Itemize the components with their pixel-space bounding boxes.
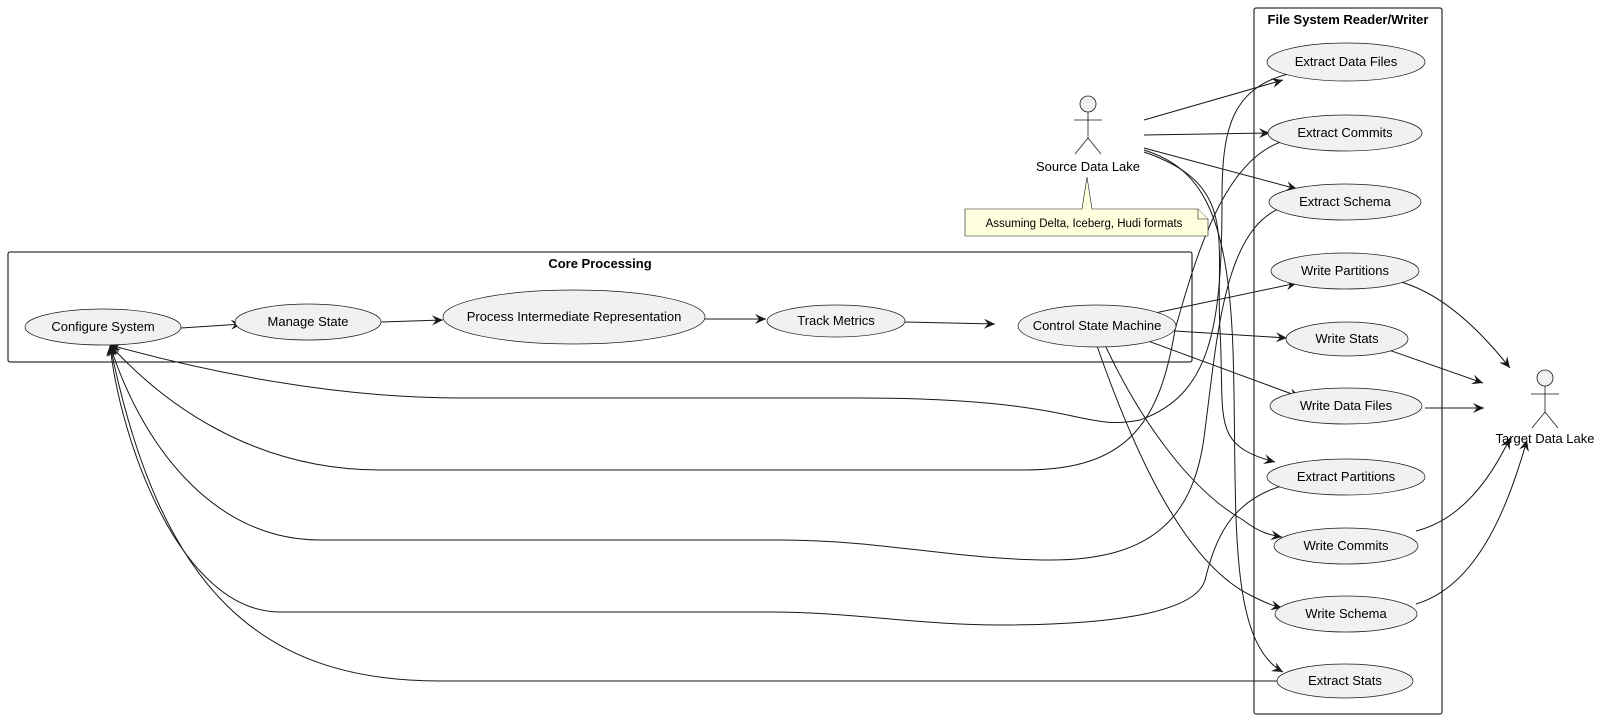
- use-case-label: Control State Machine: [1033, 318, 1162, 333]
- use-case-configure-system[interactable]: Configure System: [24, 308, 182, 346]
- use-case-label: Configure System: [51, 319, 154, 334]
- use-case-extract-schema[interactable]: Extract Schema: [1268, 183, 1422, 221]
- edge-control-to-write-stats: [1174, 330, 1288, 343]
- package-core-processing: Core Processing: [7, 251, 1193, 363]
- use-case-label: Extract Commits: [1297, 125, 1393, 140]
- note-text: Assuming Delta, Iceberg, Hudi formats: [986, 218, 1183, 230]
- actor-icon: [1074, 95, 1102, 155]
- package-title-fs: File System Reader/Writer: [1268, 12, 1429, 27]
- use-case-label: Write Data Files: [1300, 398, 1393, 413]
- actor-label: Target Data Lake: [1495, 431, 1594, 446]
- package-title-core: Core Processing: [548, 256, 651, 271]
- use-case-extract-commits[interactable]: Extract Commits: [1267, 114, 1423, 152]
- use-case-extract-data-files[interactable]: Extract Data Files: [1266, 42, 1426, 82]
- edge-configure-to-manage: [180, 319, 243, 330]
- edge-control-to-write-data-files: [1139, 337, 1301, 398]
- edge-source-to-extract-commits: [1143, 128, 1271, 139]
- use-case-label: Extract Data Files: [1295, 54, 1398, 69]
- use-case-label: Manage State: [268, 314, 349, 329]
- use-case-label: Extract Partitions: [1297, 469, 1396, 484]
- edge-extract-commits-to-configure: [109, 138, 1293, 471]
- edge-control-to-write-schema: [1096, 345, 1283, 611]
- actor-target-data-lake[interactable]: Target Data Lake: [1495, 369, 1595, 446]
- edge-source-to-extract-stats: [1143, 149, 1284, 673]
- edge-extract-partitions-to-configure: [106, 344, 1286, 626]
- use-case-write-commits[interactable]: Write Commits: [1273, 527, 1419, 565]
- use-case-control-state-machine[interactable]: Control State Machine: [1017, 304, 1177, 348]
- edge-extract-stats-to-configure: [107, 344, 1278, 682]
- use-case-write-schema[interactable]: Write Schema: [1274, 595, 1418, 633]
- edge-write-partitions-to-target: [1392, 279, 1511, 369]
- use-case-track-metrics[interactable]: Track Metrics: [766, 304, 906, 338]
- use-case-process-intermediate-representation[interactable]: Process Intermediate Representation: [442, 289, 706, 345]
- use-case-extract-partitions[interactable]: Extract Partitions: [1266, 458, 1426, 496]
- use-case-label: Extract Schema: [1299, 194, 1392, 209]
- use-case-label: Write Schema: [1305, 606, 1387, 621]
- edge-write-stats-to-target: [1382, 347, 1484, 385]
- edge-extract-schema-to-configure: [108, 204, 1291, 561]
- use-case-label: Extract Stats: [1308, 673, 1382, 688]
- edges: [106, 71, 1529, 682]
- use-case-label: Track Metrics: [797, 313, 875, 328]
- edge-source-to-extract-data-files: [1143, 78, 1284, 121]
- edge-control-to-write-partitions: [1154, 280, 1298, 314]
- use-case-label: Write Stats: [1315, 331, 1379, 346]
- edge-source-to-extract-partitions: [1143, 151, 1276, 465]
- use-case-label: Process Intermediate Representation: [467, 309, 682, 324]
- edge-write-schema-to-target: [1415, 439, 1529, 605]
- actor-label: Source Data Lake: [1036, 159, 1140, 174]
- use-case-manage-state[interactable]: Manage State: [234, 303, 382, 341]
- use-case-label: Write Partitions: [1301, 263, 1389, 278]
- edge-source-to-extract-schema: [1143, 147, 1298, 191]
- edge-control-to-write-commits: [1104, 344, 1283, 541]
- use-case-label: Write Commits: [1304, 538, 1389, 553]
- use-case-write-stats[interactable]: Write Stats: [1285, 321, 1409, 357]
- note: Assuming Delta, Iceberg, Hudi formats: [964, 176, 1209, 237]
- use-case-extract-stats[interactable]: Extract Stats: [1276, 663, 1414, 699]
- edge-write-commits-to-target: [1415, 437, 1511, 532]
- actor-source-data-lake[interactable]: Source Data Lake: [1036, 95, 1140, 174]
- edge-manage-to-process: [380, 315, 444, 326]
- actor-icon: [1531, 369, 1559, 429]
- use-case-write-data-files[interactable]: Write Data Files: [1269, 387, 1423, 425]
- use-case-write-partitions[interactable]: Write Partitions: [1270, 252, 1420, 290]
- edge-extract-data-files-to-configure: [109, 71, 1298, 424]
- edge-track-to-control: [904, 318, 996, 329]
- package-file-system: File System Reader/Writer: [1253, 7, 1443, 715]
